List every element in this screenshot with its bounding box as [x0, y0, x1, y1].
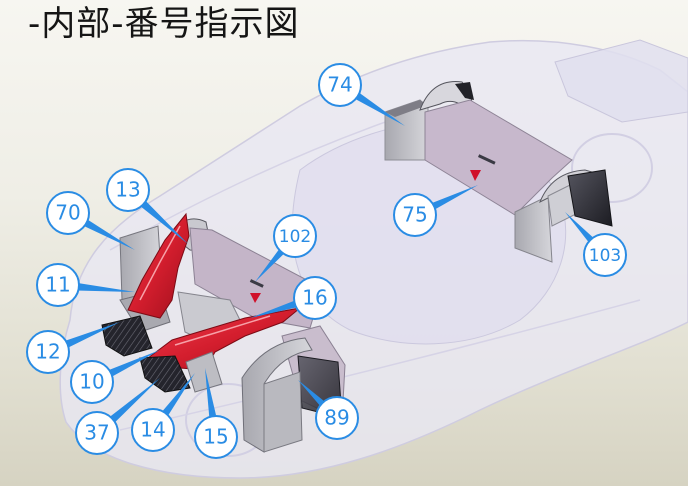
callout-circle	[583, 233, 627, 277]
rear-right-arch-panel	[514, 195, 553, 263]
body-crease	[119, 299, 641, 431]
rear-structure	[384, 81, 613, 263]
callout-circle	[293, 276, 337, 320]
rear-red-marker	[470, 170, 481, 181]
callout-label: 16	[302, 286, 327, 310]
callout-label: 14	[140, 418, 165, 442]
front-left-black	[101, 315, 153, 357]
callout-74: 74	[318, 63, 405, 126]
rear-right-dark-panel	[567, 169, 613, 227]
page-title: -内部-番号指示図	[28, 4, 300, 44]
callout-label: 11	[45, 273, 70, 297]
rear-floor-panel	[424, 99, 573, 216]
callout-16: 16	[250, 276, 337, 320]
front-black-splitter	[139, 355, 191, 393]
callout-label: 103	[589, 246, 621, 266]
front-red-wing-highlight	[174, 315, 271, 346]
callout-circle	[70, 360, 114, 404]
rear-left-arch-dark	[455, 82, 474, 100]
callout-75: 75	[393, 185, 478, 237]
front-panel-marking	[249, 279, 264, 288]
callout-89: 89	[298, 380, 359, 440]
callout-102: 102	[255, 214, 317, 282]
front-right-arch	[241, 337, 313, 453]
callout-10: 10	[70, 350, 160, 404]
callout-label: 37	[84, 421, 109, 445]
callout-12: 12	[26, 322, 121, 374]
callout-circle	[46, 191, 90, 235]
rear-panel-marking	[477, 154, 496, 165]
front-structure	[101, 212, 346, 453]
callout-circle	[273, 214, 317, 258]
front-small-grey	[185, 351, 223, 393]
front-right-arch-face	[263, 371, 303, 453]
front-red-marker	[250, 293, 261, 303]
callout-circle	[75, 411, 119, 455]
callout-label: 10	[79, 370, 104, 394]
callout-circle	[194, 415, 238, 459]
callout-37: 37	[75, 378, 160, 455]
rear-wing	[554, 39, 688, 123]
callout-label: 89	[324, 406, 349, 430]
callout-circle	[26, 330, 70, 374]
callout-circle	[393, 193, 437, 237]
callout-103: 103	[565, 212, 627, 277]
callout-11: 11	[36, 263, 136, 307]
rear-wheel	[571, 133, 653, 203]
callout-label: 15	[203, 425, 228, 449]
rear-left-arch-cap	[385, 100, 428, 117]
callout-circle	[106, 168, 150, 212]
callout-circle	[36, 263, 80, 307]
callout-label: 12	[35, 340, 60, 364]
front-red-fin-highlight	[139, 225, 181, 301]
callout-13: 13	[106, 168, 188, 244]
callout-label: 75	[402, 203, 427, 227]
callout-label: 102	[279, 227, 311, 247]
callout-circle	[131, 408, 175, 452]
callout-circle	[318, 63, 362, 107]
callout-circle	[315, 396, 359, 440]
callout-14: 14	[131, 373, 195, 452]
callout-layer: 74 13 70 102 75 103 11 16 12 10 37 14 15 89	[26, 63, 627, 459]
callout-70: 70	[46, 191, 135, 250]
callout-label: 74	[327, 73, 352, 97]
callout-label: 70	[55, 201, 80, 225]
callout-15: 15	[194, 368, 238, 459]
callout-label: 13	[115, 178, 140, 202]
